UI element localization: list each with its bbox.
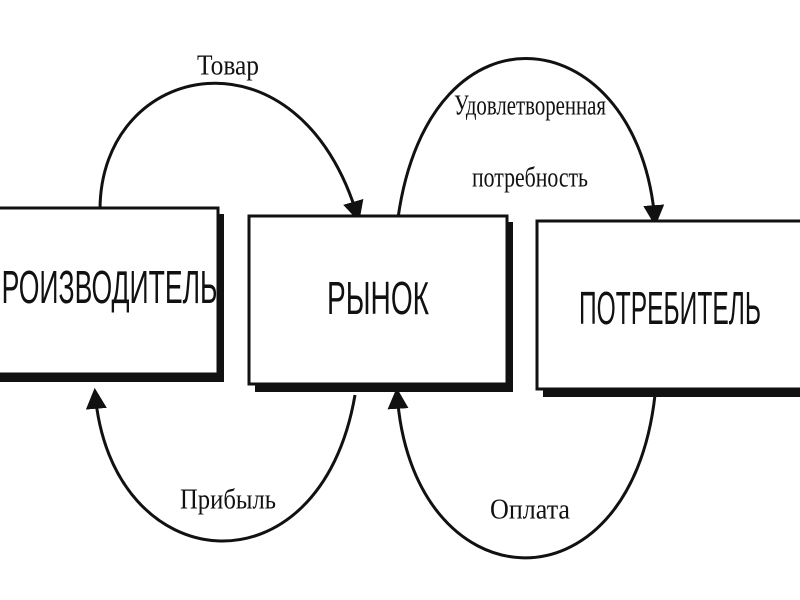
satisfied-need-label-line2: потребность — [472, 162, 588, 193]
payment-flow-arrow — [387, 387, 657, 560]
consumer-box — [535, 219, 800, 391]
satisfied-need-label-line1: Удовлетворенная — [454, 90, 606, 121]
payment-label: Оплата — [490, 494, 571, 525]
profit-flow-arrow — [85, 387, 357, 543]
producer-box — [0, 206, 220, 376]
market-box — [247, 214, 509, 386]
goods-flow-arrow — [98, 81, 364, 223]
consumer-label: ПОТРЕБИТЕЛЬ — [579, 282, 761, 334]
satisfied-need-flow-arrow — [396, 57, 665, 227]
goods-label: Товар — [197, 50, 259, 81]
producer-label: ПРОИЗВОДИТЕЛЬ — [0, 261, 218, 313]
market-label: РЫНОК — [327, 272, 429, 324]
profit-label: Прибыль — [180, 484, 276, 515]
